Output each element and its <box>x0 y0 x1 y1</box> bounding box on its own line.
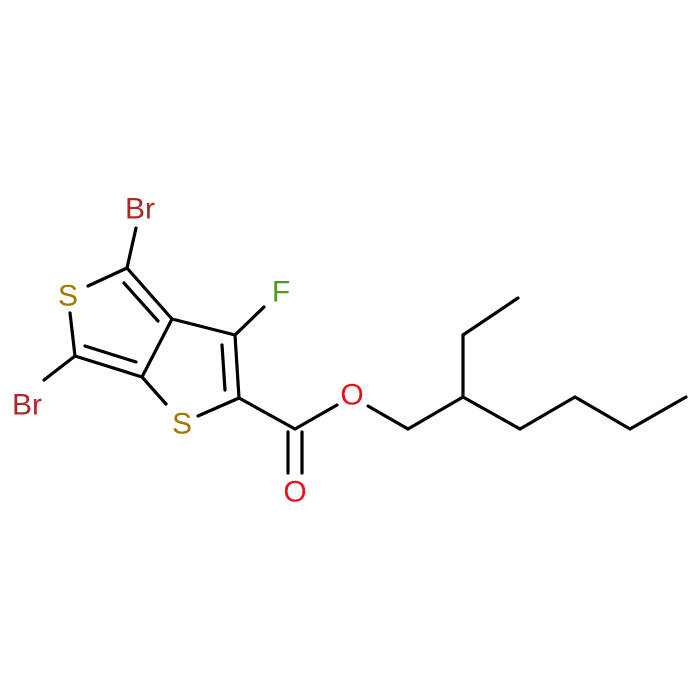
bond-ethyl-1-2 <box>461 296 520 337</box>
bond-o-ester-ch2 <box>366 404 410 431</box>
atom-s-outer: S <box>58 280 78 313</box>
bond-c1-s-outer <box>86 266 129 288</box>
bond-s-outer-c2 <box>68 311 77 358</box>
atom-br-top: Br <box>125 193 155 226</box>
bond-c2-br-left <box>42 354 77 382</box>
bond-ch2-ch <box>406 395 465 431</box>
bond-c3a-c3b <box>140 317 174 379</box>
bond-ch-butyl-1 <box>461 395 522 431</box>
bond-c1-br-top <box>125 226 138 270</box>
bond-c4-c5-double <box>220 343 227 392</box>
bond-c2-c3a <box>73 354 144 379</box>
atom-s-inner: S <box>172 408 192 441</box>
bond-c3b-c1 <box>125 266 174 321</box>
atom-br-left: Br <box>12 389 42 422</box>
bond-c2-c3a-double <box>83 344 138 364</box>
bond-c4-f <box>233 305 266 337</box>
bond-butyl-2-3 <box>573 395 632 431</box>
bond-c5-carbonyl-c <box>237 396 297 431</box>
atom-o-carbonyl: O <box>283 476 306 509</box>
bond-carbonyl-c-o-ester <box>293 403 339 431</box>
bond-s-inner-c3a <box>140 375 168 406</box>
bond-c3b-c1-double <box>122 281 160 323</box>
bond-c3b-c4 <box>170 317 237 337</box>
bond-butyl-3-4 <box>628 395 688 431</box>
bond-c5-s-inner <box>196 396 241 418</box>
bond-c4-c5 <box>233 333 241 400</box>
atom-label-layer: Br Br S S F O O <box>12 193 364 509</box>
atom-o-ester: O <box>340 379 363 412</box>
bond-layer <box>42 226 688 475</box>
atom-f: F <box>272 276 290 309</box>
bond-butyl-1-2 <box>518 395 577 431</box>
